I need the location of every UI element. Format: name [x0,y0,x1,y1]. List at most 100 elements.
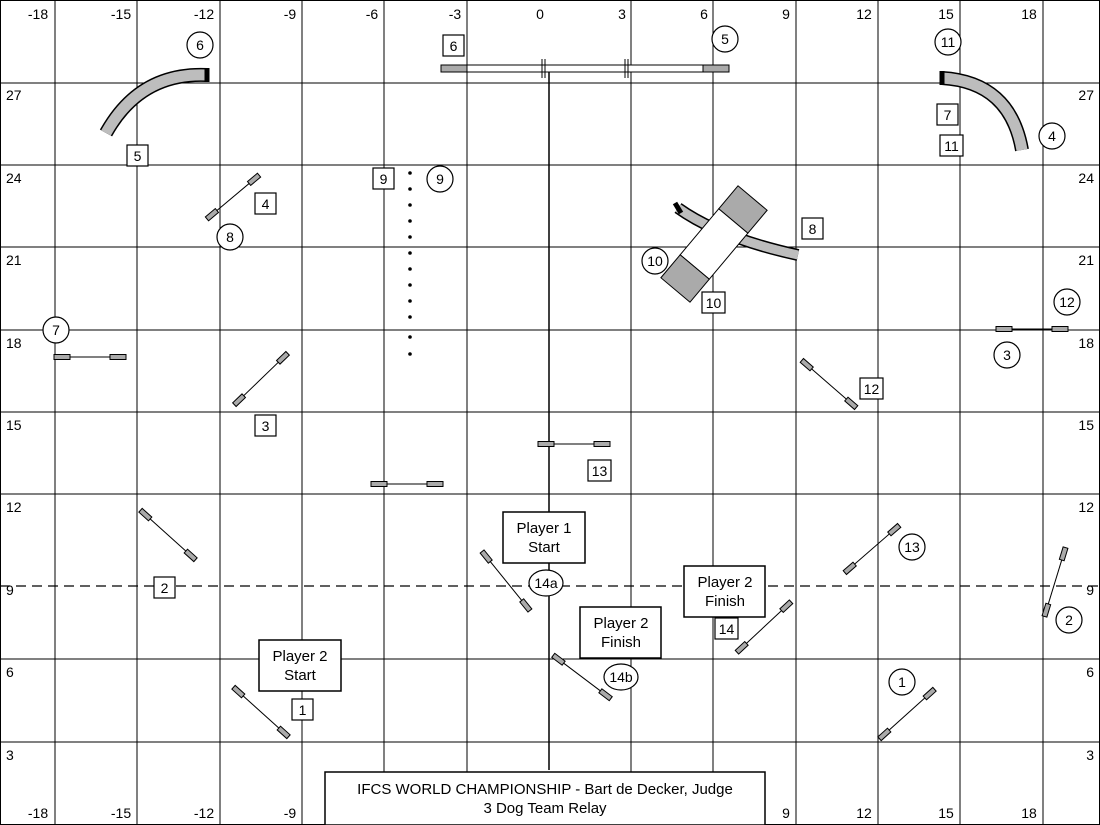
left-tick-labels: 27 24 21 18 15 12 9 6 3 [6,87,22,763]
player2-finish-line2: Finish [601,634,641,651]
circle-number: 10 [641,247,669,275]
tick-label: -18 [28,805,48,821]
square-number: 9 [372,167,395,190]
player1-start-line1: Player 1 [516,520,571,537]
a-frame [660,185,768,303]
circle-number: 6 [186,31,214,59]
jump-bar [231,350,291,408]
player2-finish-line1: Player 2 [593,615,648,632]
square-number: 6 [442,34,465,57]
tick-label: 6 [700,6,708,22]
jumps [53,172,1069,742]
tick-label: 3 [618,6,626,22]
tick-label: -9 [284,805,297,821]
player1-start-line2: Start [528,539,561,556]
square-number-label: 11 [944,138,959,154]
tick-label: -12 [194,6,214,22]
tick-label: -18 [28,6,48,22]
tick-label: 0 [536,6,544,22]
square-number-label: 8 [809,221,817,237]
tick-label: -9 [284,6,297,22]
player2-finish-line1: Player 2 [697,574,752,591]
tick-label: 15 [938,6,954,22]
square-number-label: 6 [450,38,458,54]
square-number: 12 [859,377,884,400]
jump-bar [551,652,613,702]
square-number: 2 [153,576,176,599]
circle-number-label: 14b [609,669,633,685]
circle-number: 9 [426,165,454,193]
jump-bar [138,507,198,563]
circle-number-label: 14a [534,575,558,591]
weave-poles [408,171,412,356]
circle-number-label: 6 [196,37,204,53]
circle-number-label: 11 [941,34,956,50]
jump-bar [734,599,794,655]
tick-label: -3 [449,6,462,22]
tick-label: 12 [6,499,22,515]
tunnel-right [939,71,1029,152]
square-number-label: 4 [262,196,270,212]
player1-start-box: Player 1 Start [502,511,586,564]
tick-label: 9 [1086,582,1094,598]
circle-number-label: 1 [898,674,906,690]
square-number-label: 2 [161,580,169,596]
circle-number-label: 8 [226,229,234,245]
tick-label: -12 [194,805,214,821]
right-tick-labels: 27 24 21 18 15 12 9 6 3 [1078,87,1094,763]
square-number: 10 [701,291,726,314]
tick-label: 15 [6,417,22,433]
tick-label: 6 [1086,664,1094,680]
jump-bar [479,549,533,613]
tick-label: -6 [366,6,379,22]
jump-bar [799,357,859,411]
player2-finish-line2: Finish [705,593,745,610]
tick-label: 18 [1021,805,1037,821]
circle-number: 14a [528,569,564,597]
square-number-label: 13 [592,463,608,479]
circle-number-label: 13 [904,539,920,555]
tick-label: 9 [6,582,14,598]
tick-label: 15 [938,805,954,821]
player2-start-line2: Start [284,667,317,684]
tick-label: -15 [111,6,131,22]
tick-label: 21 [6,252,22,268]
circle-number: 3 [993,341,1021,369]
square-number-label: 12 [864,381,880,397]
square-number-label: 9 [380,171,388,187]
square-number-label: 14 [719,621,735,637]
circle-number: 2 [1055,606,1083,634]
circle-number: 14b [603,663,639,691]
square-number-label: 1 [299,702,307,718]
dog-walk [440,59,730,78]
tick-label: 6 [6,664,14,680]
circle-numbers: 6 5 11 4 9 8 10 7 12 3 14a 13 2 14b 1 [42,25,1083,696]
title-line1: IFCS WORLD CHAMPIONSHIP - Bart de Decker… [357,781,733,798]
player2-finish-box-center: Player 2 Finish [579,606,662,659]
circle-number-label: 3 [1003,347,1011,363]
circle-number-label: 4 [1048,128,1056,144]
square-number: 5 [126,144,149,167]
tick-label: 3 [6,747,14,763]
player2-start-line1: Player 2 [272,648,327,665]
circle-number: 4 [1038,122,1066,150]
title-line2: 3 Dog Team Relay [483,800,607,817]
bottom-tick-labels: -18 -15 -12 -9 9 12 15 18 [28,805,1037,821]
circle-number-label: 9 [436,171,444,187]
circle-number: 5 [711,25,739,53]
jump-bar [231,684,291,740]
circle-number-label: 2 [1065,612,1073,628]
jump-bar [995,326,1069,332]
top-tick-labels: -18 -15 -12 -9 -6 -3 0 3 6 9 12 15 18 [28,6,1037,22]
square-number: 11 [939,134,964,157]
tick-label: 18 [1078,335,1094,351]
square-number: 8 [801,217,824,240]
jump-bar [370,481,444,487]
tick-label: 9 [782,805,790,821]
tick-label: 27 [1078,87,1094,103]
square-number: 7 [936,103,959,126]
circle-number: 7 [42,316,70,344]
tick-label: 12 [1078,499,1094,515]
square-number: 4 [254,192,277,215]
circle-number: 1 [888,668,916,696]
